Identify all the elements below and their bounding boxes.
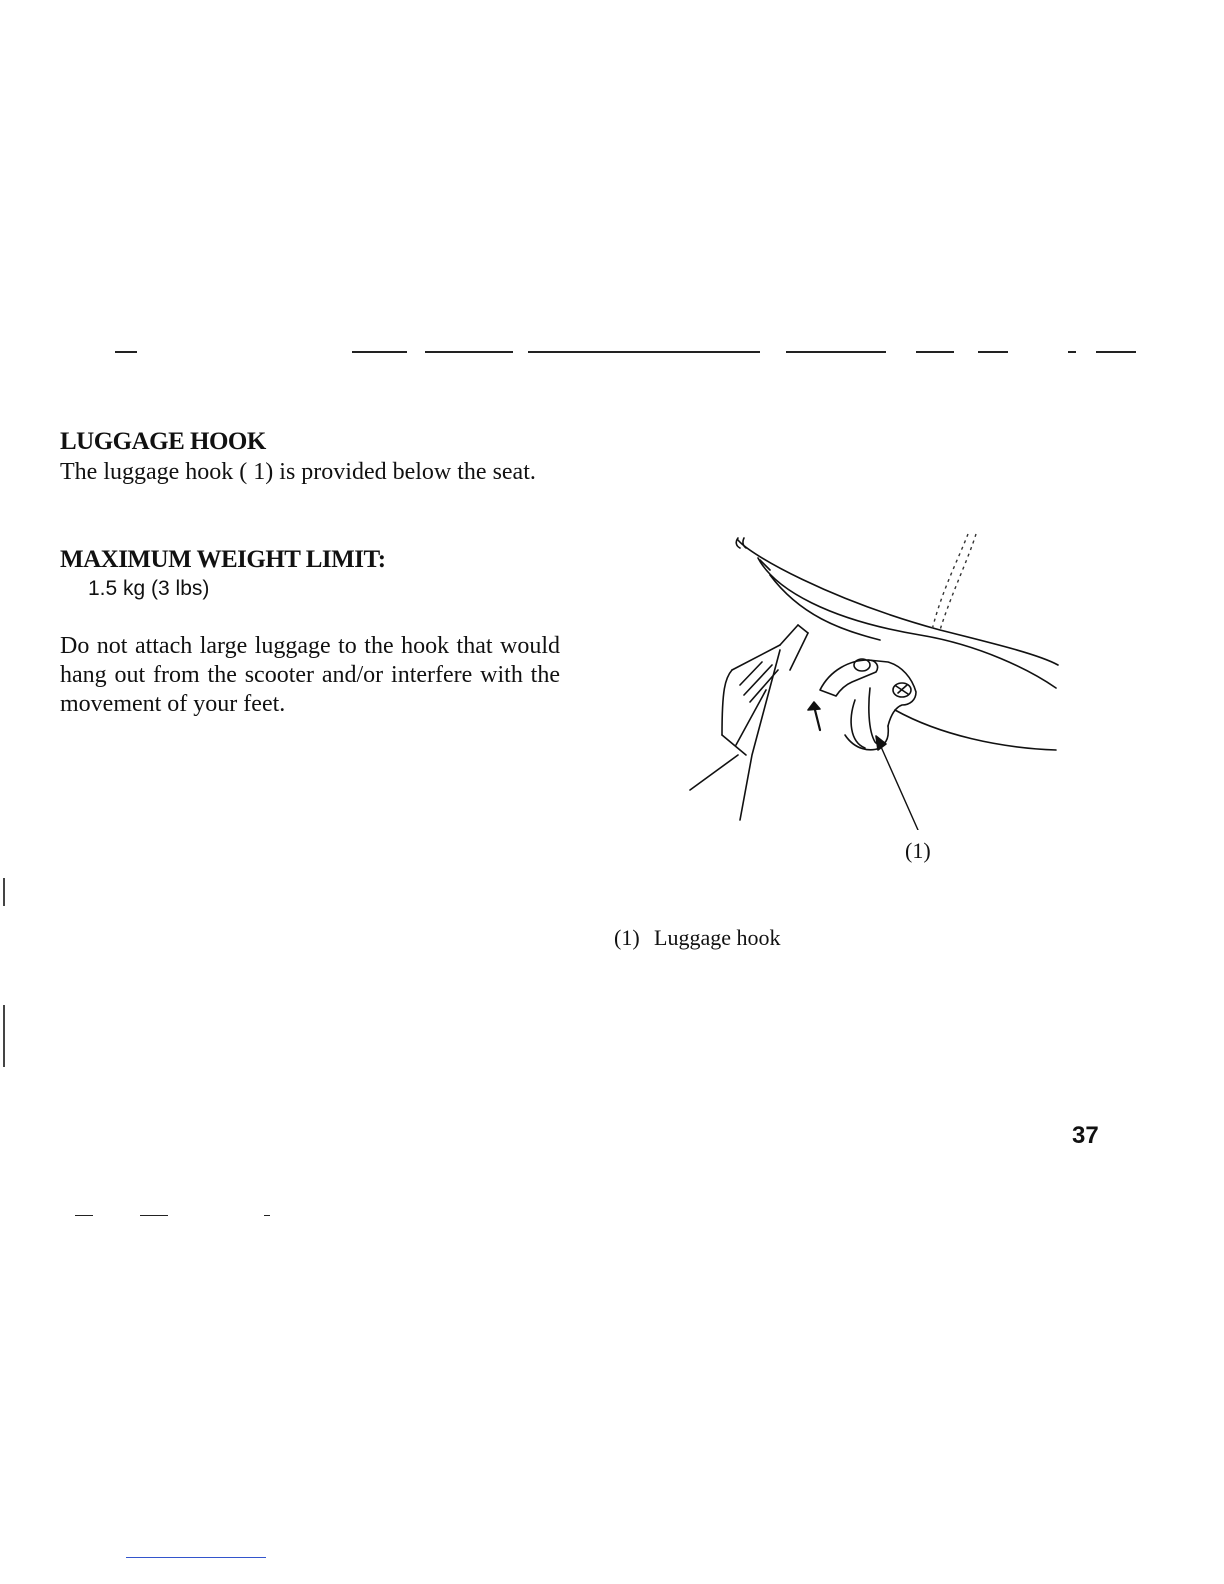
luggage-hook-illustration xyxy=(680,530,1080,830)
figure-caption: (1)Luggage hook xyxy=(614,925,780,951)
header-rule-segment xyxy=(916,351,954,353)
margin-mark xyxy=(3,1005,5,1067)
footer-link-underline xyxy=(126,1557,266,1558)
intro-paragraph: The luggage hook ( 1) is provided below … xyxy=(60,458,560,487)
footer-rule-segment xyxy=(140,1215,168,1216)
callout-label: (1) xyxy=(905,838,931,864)
header-rule-segment xyxy=(115,351,137,353)
margin-mark xyxy=(3,878,5,906)
page-number: 37 xyxy=(1072,1122,1099,1150)
weight-limit-heading: MAXIMUM WEIGHT LIMIT: xyxy=(60,545,386,575)
header-rule-segment xyxy=(978,351,1008,353)
header-rule-segment xyxy=(528,351,760,353)
warning-paragraph: Do not attach large luggage to the hook … xyxy=(60,632,560,719)
footer-rule-segment xyxy=(264,1215,270,1216)
header-rule-segment xyxy=(786,351,886,353)
header-rule-segment xyxy=(1096,351,1136,353)
weight-limit-value: 1.5 kg (3 lbs) xyxy=(88,577,209,601)
caption-number: (1) xyxy=(614,925,654,951)
header-rule-segment xyxy=(1068,351,1076,353)
caption-label: Luggage hook xyxy=(654,925,780,950)
header-rule-segment xyxy=(425,351,513,353)
footer-rule-segment xyxy=(75,1215,93,1216)
section-title: LUGGAGE HOOK xyxy=(60,427,266,457)
header-rule-segment xyxy=(352,351,407,353)
